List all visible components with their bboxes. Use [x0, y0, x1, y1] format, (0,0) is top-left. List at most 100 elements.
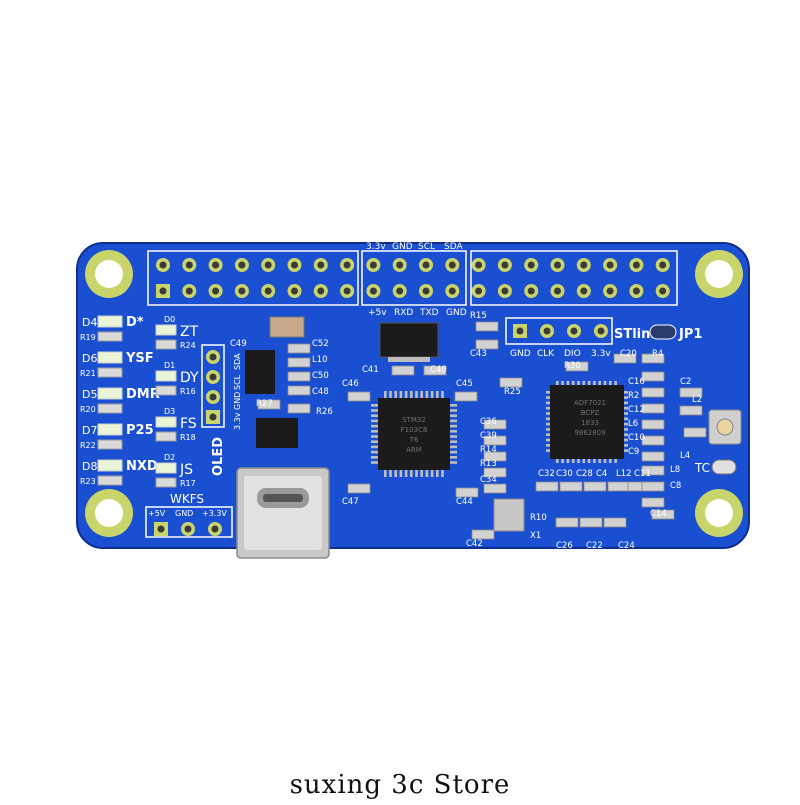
antenna-pad	[711, 459, 737, 475]
smd-component	[483, 467, 507, 478]
smd-component	[499, 377, 523, 388]
oled-pad-hole	[209, 393, 217, 401]
gpio-pin-hole	[396, 261, 404, 269]
component-designator: C26	[556, 541, 573, 551]
smd-component	[641, 371, 665, 382]
led-mode-label: D*	[126, 315, 144, 330]
mcu-marking: STM32	[402, 416, 426, 424]
gpio-pin-hole	[159, 287, 167, 295]
resistor-designator: R22	[80, 441, 96, 450]
gpio-pin-hole	[264, 261, 272, 269]
oled-pin-label: GND	[233, 392, 242, 410]
component-designator: C52	[312, 339, 329, 349]
smd-component	[475, 339, 499, 350]
status-led	[97, 459, 123, 472]
resistor-designator: R21	[80, 369, 96, 378]
led-mode-label: NXD	[126, 459, 158, 474]
component-designator: C11	[634, 469, 651, 479]
resistor-designator: R23	[80, 477, 96, 486]
gpio-pin-hole	[396, 287, 404, 295]
rf-marking: 1833	[581, 419, 599, 427]
bottom-header-label: GND	[446, 308, 467, 318]
gpio-pin-hole	[475, 287, 483, 295]
led-designator: D2	[164, 453, 175, 462]
mounting-hole-center	[95, 499, 123, 527]
status-led	[155, 370, 177, 382]
smd-component	[535, 481, 559, 492]
smd-component	[483, 483, 507, 494]
gpio-pin-hole	[554, 261, 561, 269]
smd-component	[455, 487, 479, 498]
resistor-designator: R17	[180, 479, 196, 488]
component-designator: L10	[312, 355, 328, 365]
smd-component	[579, 517, 603, 528]
smd-component	[641, 465, 665, 476]
component-designator: C24	[618, 541, 635, 551]
swd-pad-hole	[570, 327, 578, 335]
smd-component	[287, 385, 311, 396]
mounting-hole-center	[95, 260, 123, 288]
wkfs-pad-hole	[184, 525, 192, 533]
gpio-pin-hole	[264, 287, 272, 295]
component-designator: C34	[480, 475, 497, 485]
component-designator: L4	[680, 451, 690, 461]
component-designator: C28	[576, 469, 593, 479]
gpio-pin-hole	[580, 287, 588, 295]
component-designator: C41	[362, 365, 379, 375]
smd-component	[641, 403, 665, 414]
smd-component	[641, 387, 665, 398]
resistor	[97, 331, 123, 342]
oled-label: OLED	[211, 437, 226, 476]
resistor-designator: R19	[80, 333, 96, 342]
smd-component	[257, 399, 281, 410]
component-designator: C44	[456, 497, 473, 507]
led-mode-label: JS	[179, 462, 193, 478]
gpio-pin-hole	[159, 261, 167, 269]
smd-component	[287, 371, 311, 382]
gpio-pin-hole	[501, 287, 509, 295]
resistor-designator: R20	[80, 405, 96, 414]
led-mode-label: ZT	[180, 324, 199, 340]
smd-component	[679, 387, 703, 398]
led-designator: D0	[164, 315, 175, 324]
component-designator: C4	[596, 469, 607, 479]
gpio-pin-hole	[448, 261, 456, 269]
gpio-pin-hole	[606, 287, 614, 295]
oled-pin-label: 3.3v	[233, 412, 242, 430]
gpio-pin-hole	[212, 287, 220, 295]
swd-pad-hole	[597, 327, 605, 335]
oled-pin-label: SDA	[233, 353, 242, 370]
smd-component	[471, 529, 495, 540]
status-led	[97, 351, 123, 364]
jumper-jp1	[649, 324, 677, 340]
component-designator: C47	[342, 497, 359, 507]
led-designator: D3	[164, 407, 175, 416]
smd-component	[287, 403, 311, 414]
bottom-header-label: RXD	[394, 308, 413, 318]
smd-component	[613, 353, 637, 364]
component-designator: C14	[650, 509, 667, 519]
led-mode-label: DMR	[126, 387, 160, 402]
gpio-pin-hole	[527, 287, 535, 295]
component-designator: R10	[530, 513, 547, 523]
gpio-pin-hole	[606, 261, 614, 269]
smd-component	[583, 481, 607, 492]
jumper-label: JP1	[678, 327, 702, 342]
component-designator: C43	[470, 349, 487, 359]
smd-component	[641, 497, 665, 508]
component-designator: C45	[456, 379, 473, 389]
led-mode-label: P25	[126, 423, 154, 438]
smd-component	[483, 451, 507, 462]
component-designator: L8	[670, 465, 680, 475]
top-header-label: GND	[392, 242, 413, 252]
component-designator: C32	[538, 469, 555, 479]
resistor	[97, 403, 123, 414]
smd-component	[483, 435, 507, 446]
swd-pad-hole	[543, 327, 551, 335]
gpio-pin-hole	[185, 287, 193, 295]
led-mode-label: YSF	[125, 351, 154, 366]
smd-component	[607, 481, 631, 492]
smd-component	[454, 391, 478, 402]
status-led	[155, 416, 177, 428]
component-designator: C30	[556, 469, 573, 479]
